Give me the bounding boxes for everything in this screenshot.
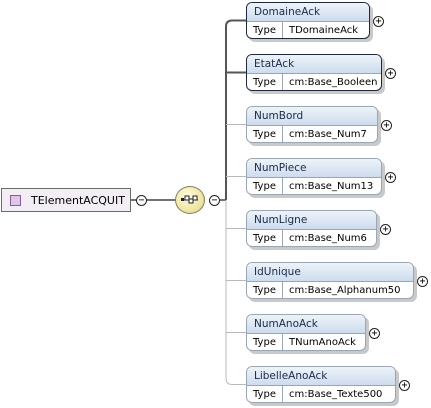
type-key: Type <box>247 22 283 38</box>
type-key: Type <box>247 230 283 246</box>
type-value: cm:Base_Num7 <box>289 129 367 140</box>
child-element-name: NumLigne <box>247 211 376 230</box>
expand-toggle[interactable]: + <box>385 67 396 79</box>
type-key: Type <box>247 126 283 142</box>
type-row: Type cm:Base_Num13 <box>247 178 381 194</box>
type-row: Type cm:Base_Num6 <box>247 230 376 246</box>
expand-toggle[interactable]: + <box>381 119 392 131</box>
expand-toggle[interactable]: + <box>399 379 410 391</box>
type-value: cm:Base_Texte500 <box>289 389 383 400</box>
sequence-collapse-toggle[interactable]: − <box>209 195 220 206</box>
child-element-name: NumBord <box>247 107 377 126</box>
child-element-name: NumPiece <box>247 159 381 178</box>
branch-line <box>225 19 246 27</box>
expand-toggle[interactable]: + <box>380 223 391 235</box>
child-element-name: IdUnique <box>247 263 413 282</box>
type-row: Type cm:Base_Texte500 <box>247 386 395 402</box>
type-value: TNumAnoAck <box>289 337 356 348</box>
type-key: Type <box>247 178 283 194</box>
type-row: Type TNumAnoAck <box>247 334 365 350</box>
child-element-name: DomaineAck <box>247 3 369 22</box>
sequence-compositor[interactable] <box>175 186 205 214</box>
expand-toggle[interactable]: + <box>369 327 380 339</box>
child-element-name: EtatAck <box>247 55 381 74</box>
expand-toggle[interactable]: + <box>417 275 428 287</box>
type-row: Type TDomaineAck <box>247 22 369 38</box>
child-element-name: NumAnoAck <box>247 315 365 334</box>
type-row: Type cm:Base_Num7 <box>247 126 377 142</box>
type-key: Type <box>247 74 283 90</box>
root-collapse-toggle[interactable]: − <box>136 195 147 206</box>
type-key: Type <box>247 282 283 298</box>
branch-line <box>225 378 246 385</box>
expand-toggle[interactable]: + <box>385 171 396 183</box>
child-element-name: LibelleAnoAck <box>247 367 395 386</box>
type-key: Type <box>247 386 283 402</box>
type-value: TDomaineAck <box>289 25 359 36</box>
type-value: cm:Base_Num6 <box>289 233 367 244</box>
type-key: Type <box>247 334 283 350</box>
type-value: cm:Base_Num13 <box>289 181 374 192</box>
root-element-box[interactable]: TElementACQUIT <box>1 188 131 212</box>
element-icon <box>10 194 21 206</box>
type-value: cm:Base_Booleen <box>289 77 378 88</box>
type-row: Type cm:Base_Booleen <box>247 74 381 90</box>
expand-toggle[interactable]: + <box>373 15 384 27</box>
root-element-name: TElementACQUIT <box>31 193 125 207</box>
sequence-icon <box>181 195 198 204</box>
type-value: cm:Base_Alphanum50 <box>289 285 401 296</box>
type-row: Type cm:Base_Alphanum50 <box>247 282 413 298</box>
